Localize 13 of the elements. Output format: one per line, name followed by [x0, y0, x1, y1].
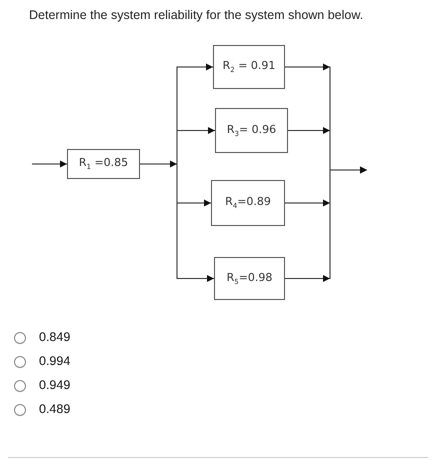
- answer-option: 0.489: [39, 402, 70, 416]
- answer-option: 0.949: [39, 378, 70, 392]
- answer-option: 0.849: [39, 330, 70, 344]
- component-box: R$_{2}$ = 0.91: [213, 45, 285, 89]
- arrow: [32, 160, 68, 168]
- answer-option: 0.994: [39, 354, 70, 368]
- component-box: R$_{5}$=0.98: [214, 257, 285, 300]
- component-box: R$_{4}$=0.89: [211, 180, 285, 226]
- component-box: R$_{3}$= 0.96: [215, 108, 288, 153]
- component-box: R$_{1}$ =0.85: [67, 149, 140, 179]
- question-text: Determine the system reliability for the system shown below.: [29, 8, 364, 22]
- arrow: [284, 166, 368, 279]
- arrow: [140, 160, 178, 168]
